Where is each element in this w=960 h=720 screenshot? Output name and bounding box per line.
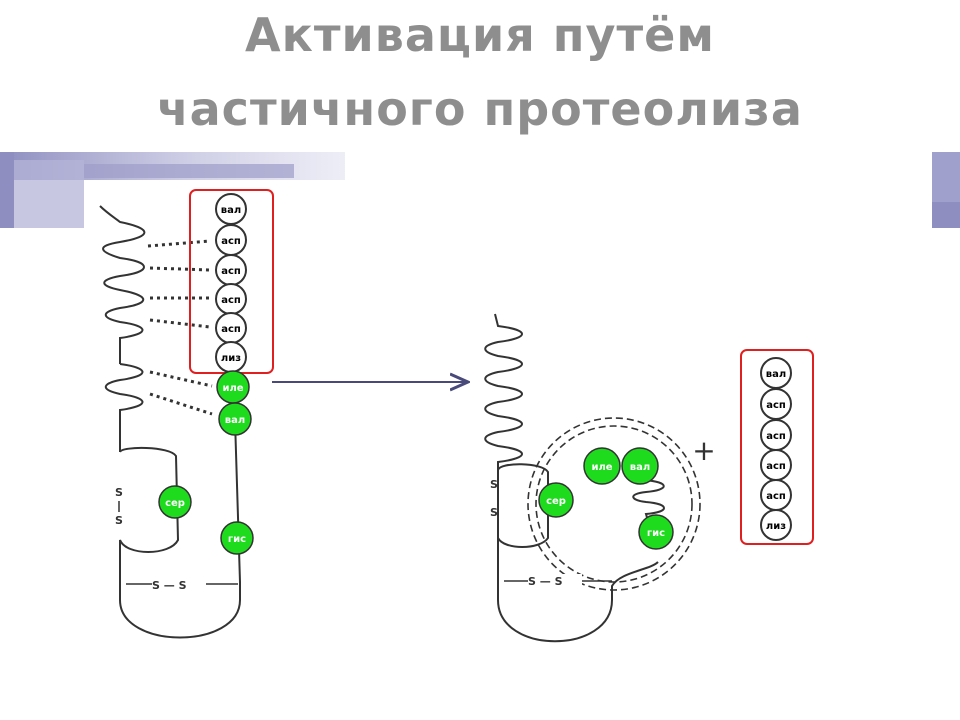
released-residue-5: асп — [766, 491, 786, 502]
released-residue-2: асп — [766, 400, 786, 411]
zymogen-ss-loop — [119, 446, 180, 590]
released-peptide: вал асп асп асп асп лиз — [760, 357, 792, 541]
page-title-line-2: частичного протеолиза — [157, 82, 803, 136]
enzyme-disulfide-s1: S — [490, 478, 498, 491]
zymogen-peptide-residue-4: асп — [221, 295, 241, 306]
zymogen-residue-ile: иле — [222, 383, 243, 394]
enzyme-residue-his: гис — [647, 528, 665, 539]
released-residue-6: лиз — [766, 521, 786, 532]
zymogen-residue-val: вал — [225, 415, 245, 426]
released-residue-3: асп — [766, 431, 786, 442]
zymogen-disulfide-horizontal: S — S — [152, 579, 187, 592]
enzyme-residue-ile: иле — [591, 462, 612, 473]
enzyme-residue-val: вал — [630, 462, 650, 473]
zymogen-hbond-lines — [147, 239, 213, 416]
zymogen-disulfide-s1: S — [115, 486, 123, 499]
active-site-outer-ring — [527, 417, 701, 591]
released-peptide-highlight-box — [740, 349, 814, 545]
enzyme-residue-ser: сер — [546, 496, 566, 507]
enzyme-disulfide-s2: S — [490, 506, 498, 519]
enzyme-helix — [484, 313, 523, 534]
zymogen-helix-top — [99, 205, 146, 364]
zymogen-helix-bottom — [104, 363, 144, 452]
zymogen-residue-his: гис — [228, 534, 246, 545]
zymogen-peptide-residue-1: вал — [221, 205, 241, 216]
zymogen-molecule — [99, 205, 241, 639]
zymogen-cleaved-peptide: вал асп асп асп асп лиз — [215, 193, 247, 373]
enzyme-outer-loop — [497, 534, 659, 643]
active-site-inner-ring — [535, 425, 693, 583]
plus-sign: + — [692, 434, 715, 467]
decor-right — [932, 152, 960, 228]
zymogen-peptide-residue-6: лиз — [221, 353, 241, 364]
page-title-line-1: Активация путём — [245, 8, 715, 62]
enzyme-active-residues: иле вал сер гис — [538, 447, 674, 550]
zymogen-residue-ser: сер — [165, 498, 185, 509]
zymogen-active-residues: иле вал сер гис — [158, 370, 254, 555]
zymogen-peptide-residue-3: асп — [221, 266, 241, 277]
zymogen-peptide-residue-5: асп — [221, 324, 241, 335]
zymogen-disulfide-s2: S — [115, 514, 123, 527]
enzyme-disulfide-horizontal: S — S — [528, 575, 563, 588]
decor-left — [0, 152, 345, 228]
enzyme-small-coil — [632, 469, 665, 529]
zymogen-outer-loop — [119, 419, 241, 639]
released-residue-1: вал — [766, 369, 786, 380]
zymogen-peptide-residue-2: асп — [221, 236, 241, 247]
released-residue-4: асп — [766, 461, 786, 472]
